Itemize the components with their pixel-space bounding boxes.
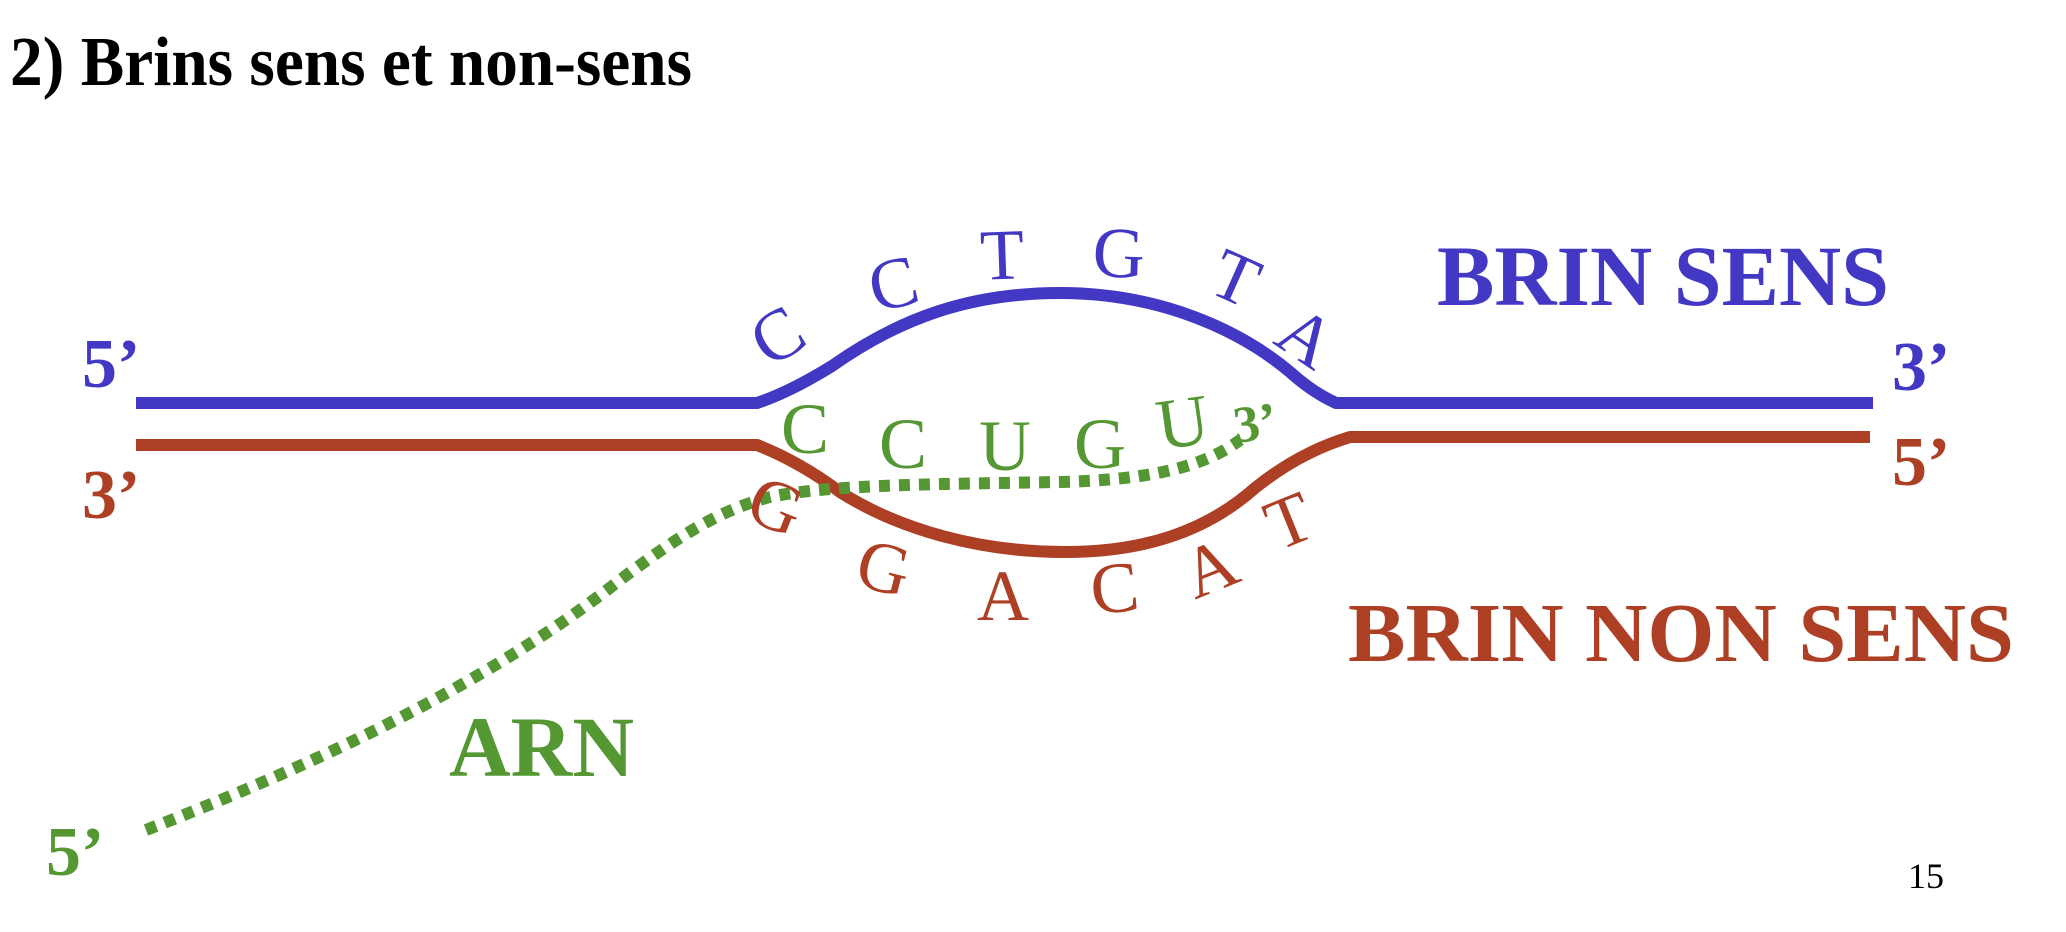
- antisense-base: A: [977, 556, 1029, 636]
- sense-base: G: [1091, 212, 1146, 294]
- antisense-strand-label: BRIN NON SENS: [1348, 587, 2014, 680]
- antisense-base: G: [737, 459, 815, 553]
- sense-base: T: [979, 214, 1026, 295]
- rna-label: ARN: [449, 699, 634, 795]
- sense-strand-line: [136, 287, 1873, 409]
- sense-base: C: [736, 289, 819, 382]
- slide-title: 2) Brins sens et non-sens: [10, 24, 692, 101]
- rna-base: U: [979, 406, 1031, 486]
- antisense-3prime-label: 3’: [82, 457, 140, 534]
- antisense-base: A: [1171, 521, 1249, 615]
- antisense-strand-line: [136, 431, 1870, 558]
- rna-base: C: [781, 389, 829, 469]
- sense-5prime-label: 5’: [82, 326, 140, 403]
- antisense-base: T: [1254, 475, 1325, 566]
- rna-base: G: [1074, 404, 1126, 484]
- sense-3prime-label: 3’: [1892, 329, 1950, 406]
- antisense-base: C: [1086, 546, 1142, 631]
- sense-base: C: [860, 239, 926, 328]
- antisense-base: G: [849, 523, 919, 613]
- rna-3prime-label: 3’: [1230, 392, 1281, 454]
- rna-base: C: [879, 404, 927, 484]
- page-number: 15: [1908, 856, 1944, 896]
- rna-5prime-label: 5’: [46, 814, 104, 891]
- antisense-5prime-label: 5’: [1892, 424, 1950, 501]
- sense-base: A: [1262, 289, 1350, 384]
- rna-base: U: [1151, 379, 1214, 465]
- rna-bases: C C U G U: [781, 379, 1214, 486]
- rna-strand-dotted-line: [143, 435, 1244, 836]
- sense-strand-label: BRIN SENS: [1437, 228, 1889, 324]
- sense-base: T: [1199, 233, 1272, 324]
